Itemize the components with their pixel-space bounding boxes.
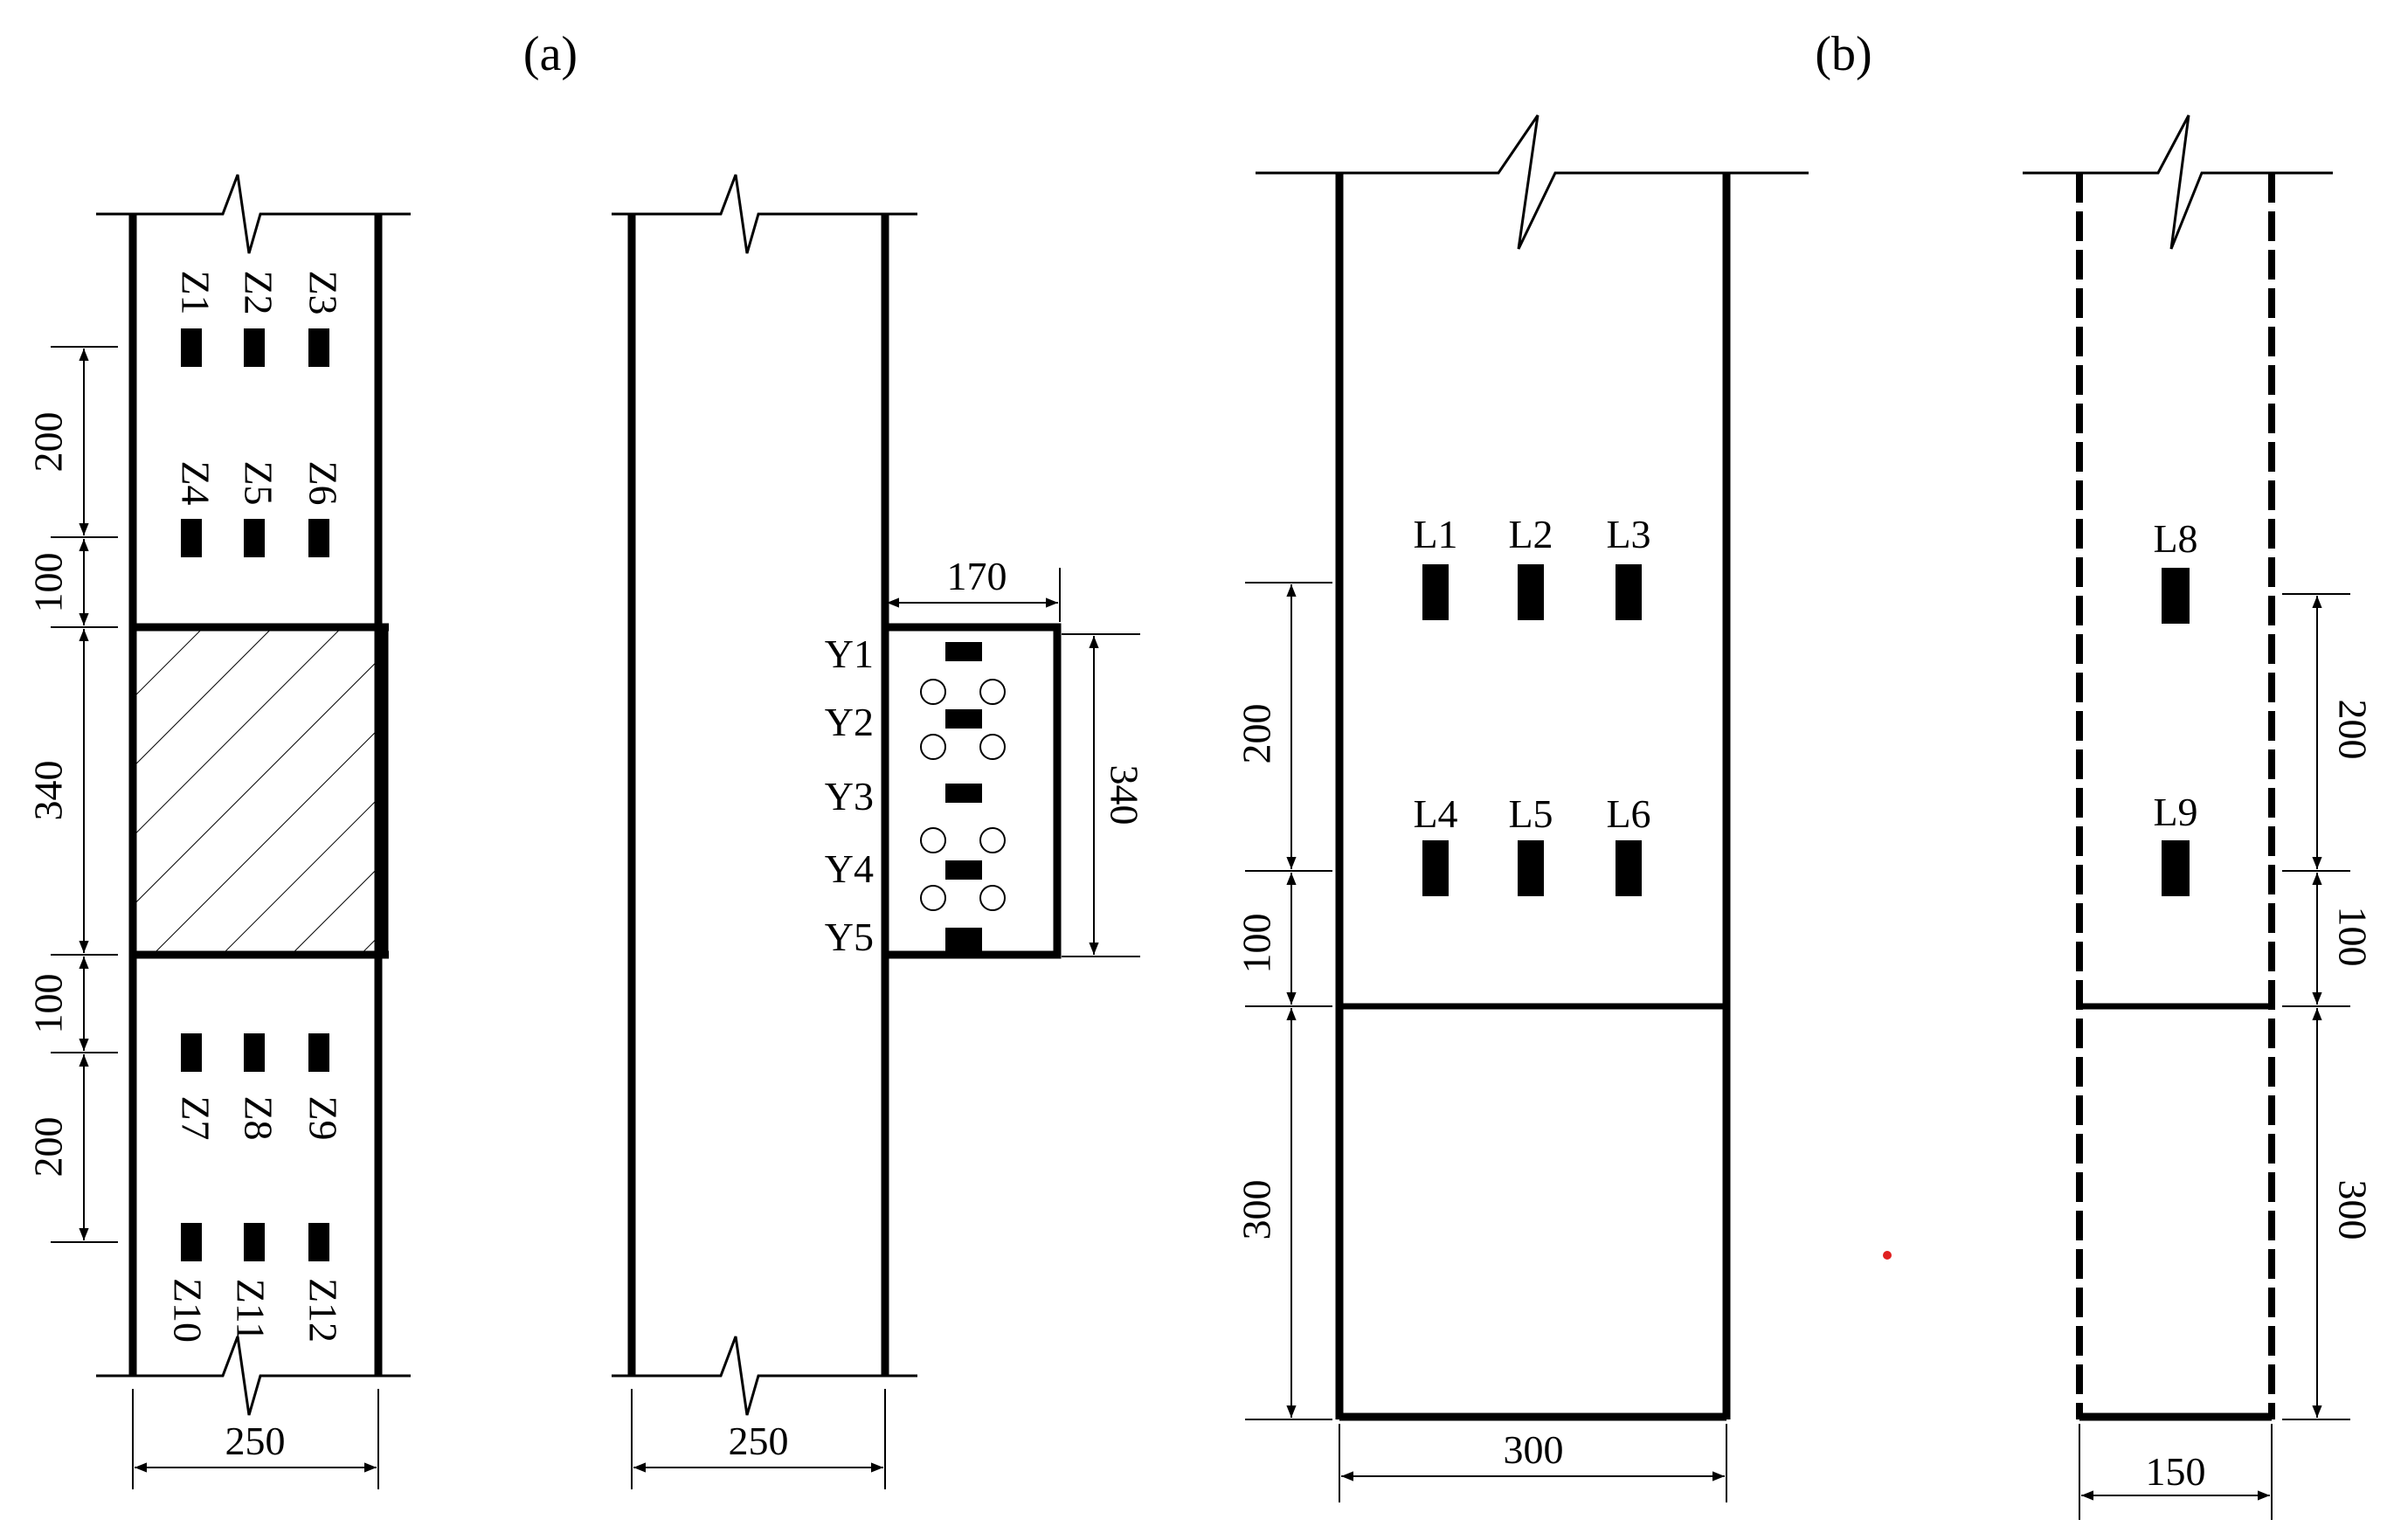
panel-label-b: (b) xyxy=(1815,27,1872,81)
break-line-bottom xyxy=(612,1336,917,1416)
label-y1: Y1 xyxy=(825,632,874,676)
break-line-top xyxy=(96,174,411,254)
label-z3: Z3 xyxy=(301,270,345,314)
dim-a-side-250: 250 xyxy=(729,1419,789,1463)
gauge-z11 xyxy=(244,1223,265,1261)
gauge-z4 xyxy=(181,519,202,557)
dimension-chain-a-face: 200 100 340 100 200 xyxy=(26,346,118,1243)
dim-b-side-100: 100 xyxy=(2330,907,2375,967)
label-z12: Z12 xyxy=(301,1278,345,1343)
gauges-y xyxy=(945,642,982,955)
marker-dot xyxy=(1883,1251,1892,1260)
dimension-beam-width: 170 xyxy=(887,554,1061,622)
label-l6: L6 xyxy=(1606,791,1650,836)
dim-b-face-width-300: 300 xyxy=(1504,1427,1564,1472)
label-y4: Y4 xyxy=(825,846,874,891)
dimension-width-a-face: 250 xyxy=(132,1389,379,1489)
gauge-z8 xyxy=(244,1033,265,1072)
gauge-z12 xyxy=(308,1223,329,1261)
label-y5: Y5 xyxy=(825,915,874,959)
dimension-width-b-face: 300 xyxy=(1339,1424,1727,1502)
panel-label-a: (a) xyxy=(523,27,578,81)
label-z6: Z6 xyxy=(301,460,345,505)
break-line-top xyxy=(612,174,917,254)
dimension-chain-b-side: 200 100 300 xyxy=(2282,593,2375,1420)
joint-hatch xyxy=(135,627,384,955)
dimension-beam-depth: 340 xyxy=(1062,633,1146,957)
dimension-chain-b-face: 200 100 300 xyxy=(1235,582,1332,1420)
label-z2: Z2 xyxy=(236,270,280,314)
label-z1: Z1 xyxy=(173,270,218,314)
column-b-side: L8 L9 200 100 300 150 xyxy=(2023,114,2375,1520)
label-z7: Z7 xyxy=(173,1095,218,1140)
gauge-l6 xyxy=(1616,840,1642,896)
gauges-l-face xyxy=(1422,564,1642,896)
dim-a-face-100-top: 100 xyxy=(26,553,71,613)
gauge-z10 xyxy=(181,1223,202,1261)
label-z10: Z10 xyxy=(165,1278,210,1343)
label-z9: Z9 xyxy=(301,1095,345,1140)
dim-a-face-250: 250 xyxy=(225,1419,286,1463)
label-l4: L4 xyxy=(1413,791,1457,836)
gauge-l5 xyxy=(1518,840,1544,896)
label-z11: Z11 xyxy=(228,1279,273,1342)
gauge-y4 xyxy=(945,860,982,880)
dim-b-face-300: 300 xyxy=(1235,1180,1279,1240)
dim-a-face-340: 340 xyxy=(26,761,71,821)
gauges-z-bottom: Z7 Z8 Z9 Z10 Z11 Z12 xyxy=(165,1033,345,1343)
gauge-l4 xyxy=(1422,840,1449,896)
gauge-l2 xyxy=(1518,564,1544,620)
dim-b-side-300: 300 xyxy=(2330,1180,2375,1240)
rebar-circles xyxy=(920,679,1006,911)
gauges-z-top: Z1 Z2 Z3 Z4 Z5 Z6 xyxy=(173,270,345,557)
dimension-width-a-side: 250 xyxy=(631,1389,886,1489)
label-l1: L1 xyxy=(1413,512,1457,556)
dim-b-face-200: 200 xyxy=(1235,704,1279,764)
gauge-y2 xyxy=(945,709,982,729)
gauge-z5 xyxy=(244,519,265,557)
label-l8: L8 xyxy=(2153,516,2197,561)
break-line-top xyxy=(1256,114,1809,250)
gauge-z7 xyxy=(181,1033,202,1072)
gauge-l9 xyxy=(2162,840,2190,896)
dim-beam-170: 170 xyxy=(947,554,1007,598)
column-b-face: L1 L2 L3 L4 L5 L6 200 100 300 300 xyxy=(1235,114,1809,1502)
column-a-face: Z1 Z2 Z3 Z4 Z5 Z6 Z7 Z8 Z9 Z10 Z11 Z12 xyxy=(26,174,411,1489)
gauge-z9 xyxy=(308,1033,329,1072)
label-z4: Z4 xyxy=(173,460,218,505)
label-z5: Z5 xyxy=(236,460,280,505)
dimension-width-b-side: 150 xyxy=(2079,1424,2273,1520)
label-l9: L9 xyxy=(2153,790,2197,834)
gauge-l8 xyxy=(2162,568,2190,624)
gauge-y3 xyxy=(945,784,982,803)
gauge-l1 xyxy=(1422,564,1449,620)
dim-beam-340: 340 xyxy=(1102,765,1146,825)
dim-b-side-width-150: 150 xyxy=(2146,1449,2206,1494)
gauge-z6 xyxy=(308,519,329,557)
label-y3: Y3 xyxy=(825,774,874,818)
label-y2: Y2 xyxy=(825,700,874,744)
gauge-y5 xyxy=(945,928,982,955)
gauge-z3 xyxy=(308,328,329,367)
dim-a-face-200-bottom: 200 xyxy=(26,1117,71,1177)
dim-b-face-100: 100 xyxy=(1235,914,1279,974)
break-line-top xyxy=(2023,114,2333,250)
gauge-l3 xyxy=(1616,564,1642,620)
gauge-z2 xyxy=(244,328,265,367)
gauge-z1 xyxy=(181,328,202,367)
dim-a-face-100-bottom: 100 xyxy=(26,974,71,1034)
dim-a-face-200-top: 200 xyxy=(26,412,71,473)
label-l3: L3 xyxy=(1606,512,1650,556)
dim-b-side-200: 200 xyxy=(2330,700,2375,760)
gauge-y1 xyxy=(945,642,982,661)
label-l2: L2 xyxy=(1508,512,1553,556)
label-z8: Z8 xyxy=(236,1095,280,1140)
label-l5: L5 xyxy=(1508,791,1553,836)
column-a-side: Y1 Y2 Y3 Y4 Y5 170 340 250 xyxy=(612,174,1146,1489)
break-line-bottom xyxy=(96,1336,411,1416)
